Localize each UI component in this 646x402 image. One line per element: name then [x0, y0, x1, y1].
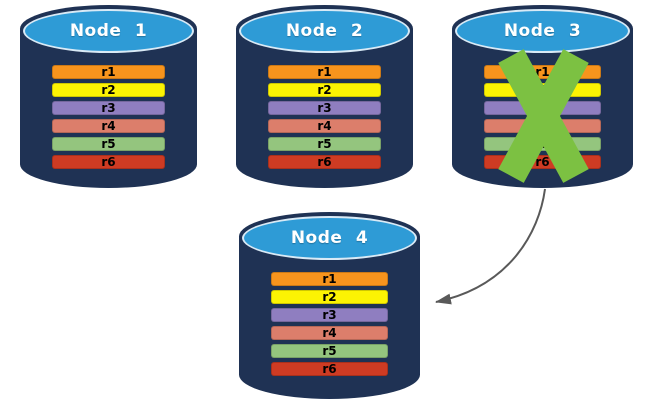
- record-bar: r1: [268, 65, 381, 79]
- record-bar: r5: [52, 137, 165, 151]
- cylinder-top: Node 4: [242, 216, 417, 260]
- record-label: r3: [101, 101, 116, 115]
- record-bar: r1: [271, 272, 388, 286]
- record-bar: r6: [268, 155, 381, 169]
- record-label: r1: [322, 272, 337, 286]
- record-list: r1 r2 r3 r4 r5 r6: [52, 65, 165, 169]
- record-bar: r3: [268, 101, 381, 115]
- record-bar: r6: [271, 362, 388, 376]
- record-label: r6: [322, 362, 337, 376]
- record-label: r2: [317, 83, 332, 97]
- record-label: r6: [535, 155, 550, 169]
- record-label: r3: [317, 101, 332, 115]
- record-label: r5: [317, 137, 332, 151]
- record-list: r1 r2 r3 r4 r5 r6: [271, 272, 388, 376]
- record-bar: r6: [52, 155, 165, 169]
- db-node-3: Node 3 r1 r2 r3 r4 r5 r6: [452, 5, 633, 188]
- record-bar: r2: [52, 83, 165, 97]
- record-bar: r2: [271, 290, 388, 304]
- record-bar: r2: [268, 83, 381, 97]
- record-label: r1: [101, 65, 116, 79]
- record-label: r5: [101, 137, 116, 151]
- db-node-2: Node 2 r1 r2 r3 r4 r5 r6: [236, 5, 413, 188]
- record-label: r5: [322, 344, 337, 358]
- record-label: r4: [317, 119, 332, 133]
- record-bar: r4: [271, 326, 388, 340]
- record-label: r3: [322, 308, 337, 322]
- record-label: r6: [101, 155, 116, 169]
- failure-x-icon: [495, 49, 592, 183]
- db-node-4: Node 4 r1 r2 r3 r4 r5 r6: [239, 212, 420, 399]
- record-label: r4: [101, 119, 116, 133]
- record-bar: r1: [52, 65, 165, 79]
- record-bar: r3: [52, 101, 165, 115]
- record-label: r1: [535, 65, 550, 79]
- record-bar: r4: [268, 119, 381, 133]
- cylinder-top: Node 2: [239, 9, 410, 53]
- record-bar: r4: [52, 119, 165, 133]
- record-bar: r5: [268, 137, 381, 151]
- node-label: Node 1: [69, 21, 148, 41]
- db-node-1: Node 1 r1 r2 r3 r4 r5 r6: [20, 5, 197, 188]
- node-label: Node 3: [503, 21, 582, 41]
- node-label: Node 4: [290, 228, 369, 248]
- record-label: r2: [322, 290, 337, 304]
- record-label: r6: [317, 155, 332, 169]
- cylinder-top: Node 3: [455, 9, 630, 53]
- record-bar: r3: [271, 308, 388, 322]
- record-label: r2: [101, 83, 116, 97]
- record-label: r4: [322, 326, 337, 340]
- node-label: Node 2: [285, 21, 364, 41]
- failover-arrow-path: [435, 188, 546, 305]
- record-label: r1: [317, 65, 332, 79]
- record-list: r1 r2 r3 r4 r5 r6: [268, 65, 381, 169]
- record-bar: r5: [271, 344, 388, 358]
- cylinder-top: Node 1: [23, 9, 194, 53]
